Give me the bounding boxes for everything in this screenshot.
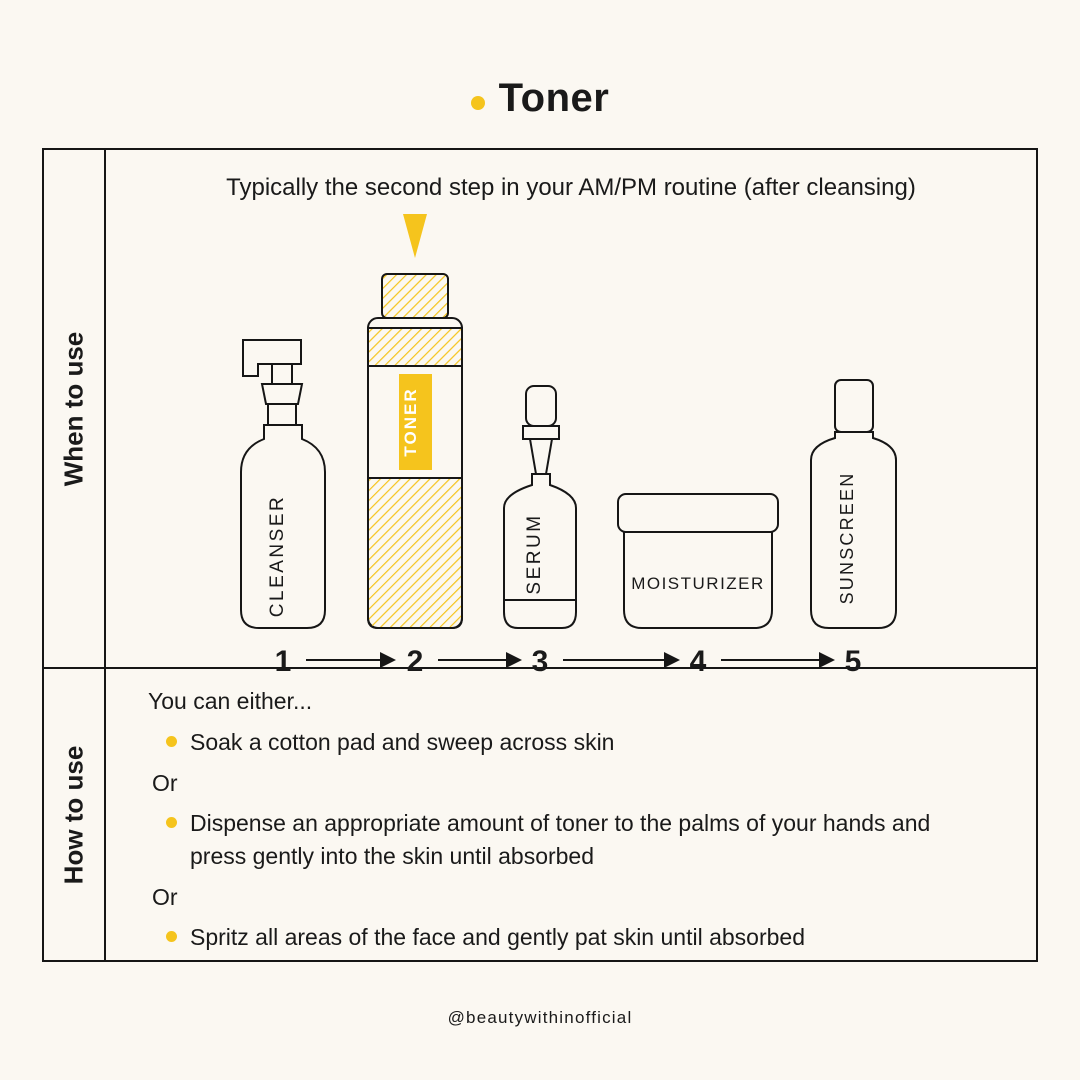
toner-label-box: [399, 374, 432, 470]
sunscreen-illustration: SUNSCREEN: [810, 379, 897, 629]
cleanser-pump-head: [242, 339, 302, 377]
sunscreen-body: [810, 431, 897, 629]
when-to-use-label: When to use: [58, 331, 89, 486]
routine-table: When to use Typically the second step in…: [42, 148, 1038, 962]
toner-pointer-arrow-icon: [403, 214, 427, 258]
moisturizer-label: MOISTURIZER: [631, 574, 765, 593]
toner-cap: [381, 273, 449, 319]
bullet-icon: [166, 736, 177, 748]
how-option-2: Dispense an appropriate amount of toner …: [166, 807, 986, 872]
step-number: 1: [275, 645, 292, 678]
serum-dropper-collar: [522, 425, 560, 440]
cleanser-illustration: CLEANSER: [240, 339, 326, 629]
serum-dropper-bulb: [525, 385, 557, 427]
how-to-use-row: How to use You can either... Soak a cott…: [44, 669, 1036, 960]
products-illustration: CLEANSER TONER: [240, 214, 897, 678]
when-to-use-content: Typically the second step in your AM/PM …: [106, 150, 1036, 678]
cleanser-body: [240, 424, 326, 629]
how-option-3: Spritz all areas of the face and gently …: [166, 921, 986, 954]
or-separator: Or: [152, 769, 178, 796]
how-to-use-label-cell: How to use: [44, 669, 106, 960]
bullet-icon: [470, 95, 485, 110]
cleanser-neck: [267, 403, 297, 426]
how-option-3-text: Spritz all areas of the face and gently …: [190, 924, 805, 951]
how-to-use-label: How to use: [58, 745, 89, 885]
when-to-use-label-cell: When to use: [44, 150, 106, 668]
how-option-1: Soak a cotton pad and sweep across skin: [166, 726, 986, 759]
how-option-1-text: Soak a cotton pad and sweep across skin: [190, 729, 615, 756]
sunscreen-cap: [834, 379, 874, 433]
bullet-icon: [166, 817, 177, 829]
step-number: 4: [690, 645, 707, 678]
serum-illustration: SERUM: [503, 385, 577, 629]
bullet-icon: [166, 931, 177, 943]
step-number: 2: [407, 645, 424, 678]
when-to-use-row: When to use Typically the second step in…: [44, 150, 1036, 678]
when-heading: Typically the second step in your AM/PM …: [226, 174, 916, 201]
cleanser-label: CLEANSER: [267, 495, 288, 617]
footer-handle: @beautywithinofficial: [447, 1008, 633, 1027]
cleanser-pump-stem: [271, 363, 293, 385]
title-text: Toner: [498, 76, 610, 120]
step-number: 3: [532, 645, 549, 678]
serum-label: SERUM: [524, 513, 545, 594]
serum-dropper-nozzle: [528, 438, 554, 475]
toner-top-band: [367, 327, 463, 367]
toner-bottom-band: [367, 477, 463, 629]
moisturizer-illustration: MOISTURIZER: [617, 493, 779, 629]
serum-body: [503, 473, 577, 629]
toner-illustration: TONER: [367, 273, 463, 629]
toner-label: TONER: [401, 387, 420, 456]
or-separator: Or: [152, 883, 178, 910]
how-to-use-content: You can either... Soak a cotton pad and …: [106, 669, 1036, 960]
step-number: 5: [845, 645, 862, 678]
how-option-2-text: Dispense an appropriate amount of toner …: [190, 810, 931, 870]
page-title: Toner: [0, 76, 1080, 121]
step-sequence: 1 2 3 4 5: [275, 645, 862, 678]
moisturizer-lid: [617, 493, 779, 533]
how-intro: You can either...: [148, 688, 313, 715]
sunscreen-label: SUNSCREEN: [837, 472, 857, 605]
cleanser-pump-collar: [260, 383, 304, 405]
moisturizer-jar: [623, 531, 773, 629]
